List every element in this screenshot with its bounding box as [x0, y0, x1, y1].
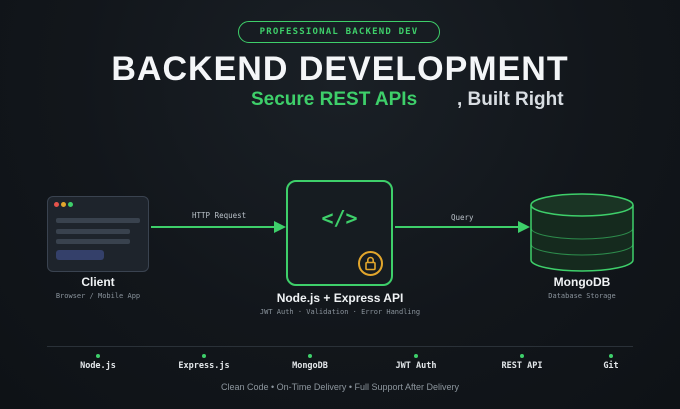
client-sub: Browser / Mobile App [55, 292, 141, 300]
arrowhead-api-db [518, 221, 530, 233]
tech-item: JWT Auth [395, 361, 437, 371]
tech-item: Git [603, 361, 619, 371]
db-sub: Database Storage [548, 292, 616, 300]
db-label: MongoDB [553, 275, 611, 289]
page-title: BACKEND DEVELOPMENT [111, 50, 569, 88]
window-bar [56, 218, 140, 223]
window-dot-red [54, 202, 59, 207]
window-dot-green [68, 202, 73, 207]
subtitle-rest: , Built Right [457, 89, 564, 110]
window-bar [56, 239, 130, 244]
tech-dot [414, 354, 418, 358]
tech-dot [96, 354, 100, 358]
tech-dot [609, 354, 613, 358]
database-icon [530, 193, 634, 272]
api-server-box: </> [286, 180, 393, 286]
tech-item: MongoDB [292, 361, 328, 371]
tech-item: REST API [501, 361, 543, 371]
client-window-icon [47, 196, 149, 272]
window-bar [56, 229, 130, 234]
api-sub: JWT Auth · Validation · Error Handling [259, 308, 421, 316]
edge-label-query: Query [451, 213, 474, 222]
divider [47, 346, 633, 347]
window-dot-yellow [61, 202, 66, 207]
lock-icon [358, 251, 383, 276]
api-label: Node.js + Express API [276, 291, 404, 305]
header-badge: PROFESSIONAL BACKEND DEV [238, 21, 440, 43]
tech-item: Express.js [178, 361, 230, 371]
code-icon: </> [321, 206, 358, 230]
tech-item: Node.js [80, 361, 116, 371]
footer-tagline: Clean Code • On-Time Delivery • Full Sup… [220, 382, 460, 392]
window-button [56, 250, 104, 260]
subtitle-highlight: Secure REST APIs [251, 89, 418, 110]
client-label: Client [81, 275, 115, 289]
tech-dot [308, 354, 312, 358]
edge-label-http: HTTP Request [192, 211, 247, 220]
tech-dot [202, 354, 206, 358]
tech-dot [520, 354, 524, 358]
arrowhead-client-api [274, 221, 286, 233]
